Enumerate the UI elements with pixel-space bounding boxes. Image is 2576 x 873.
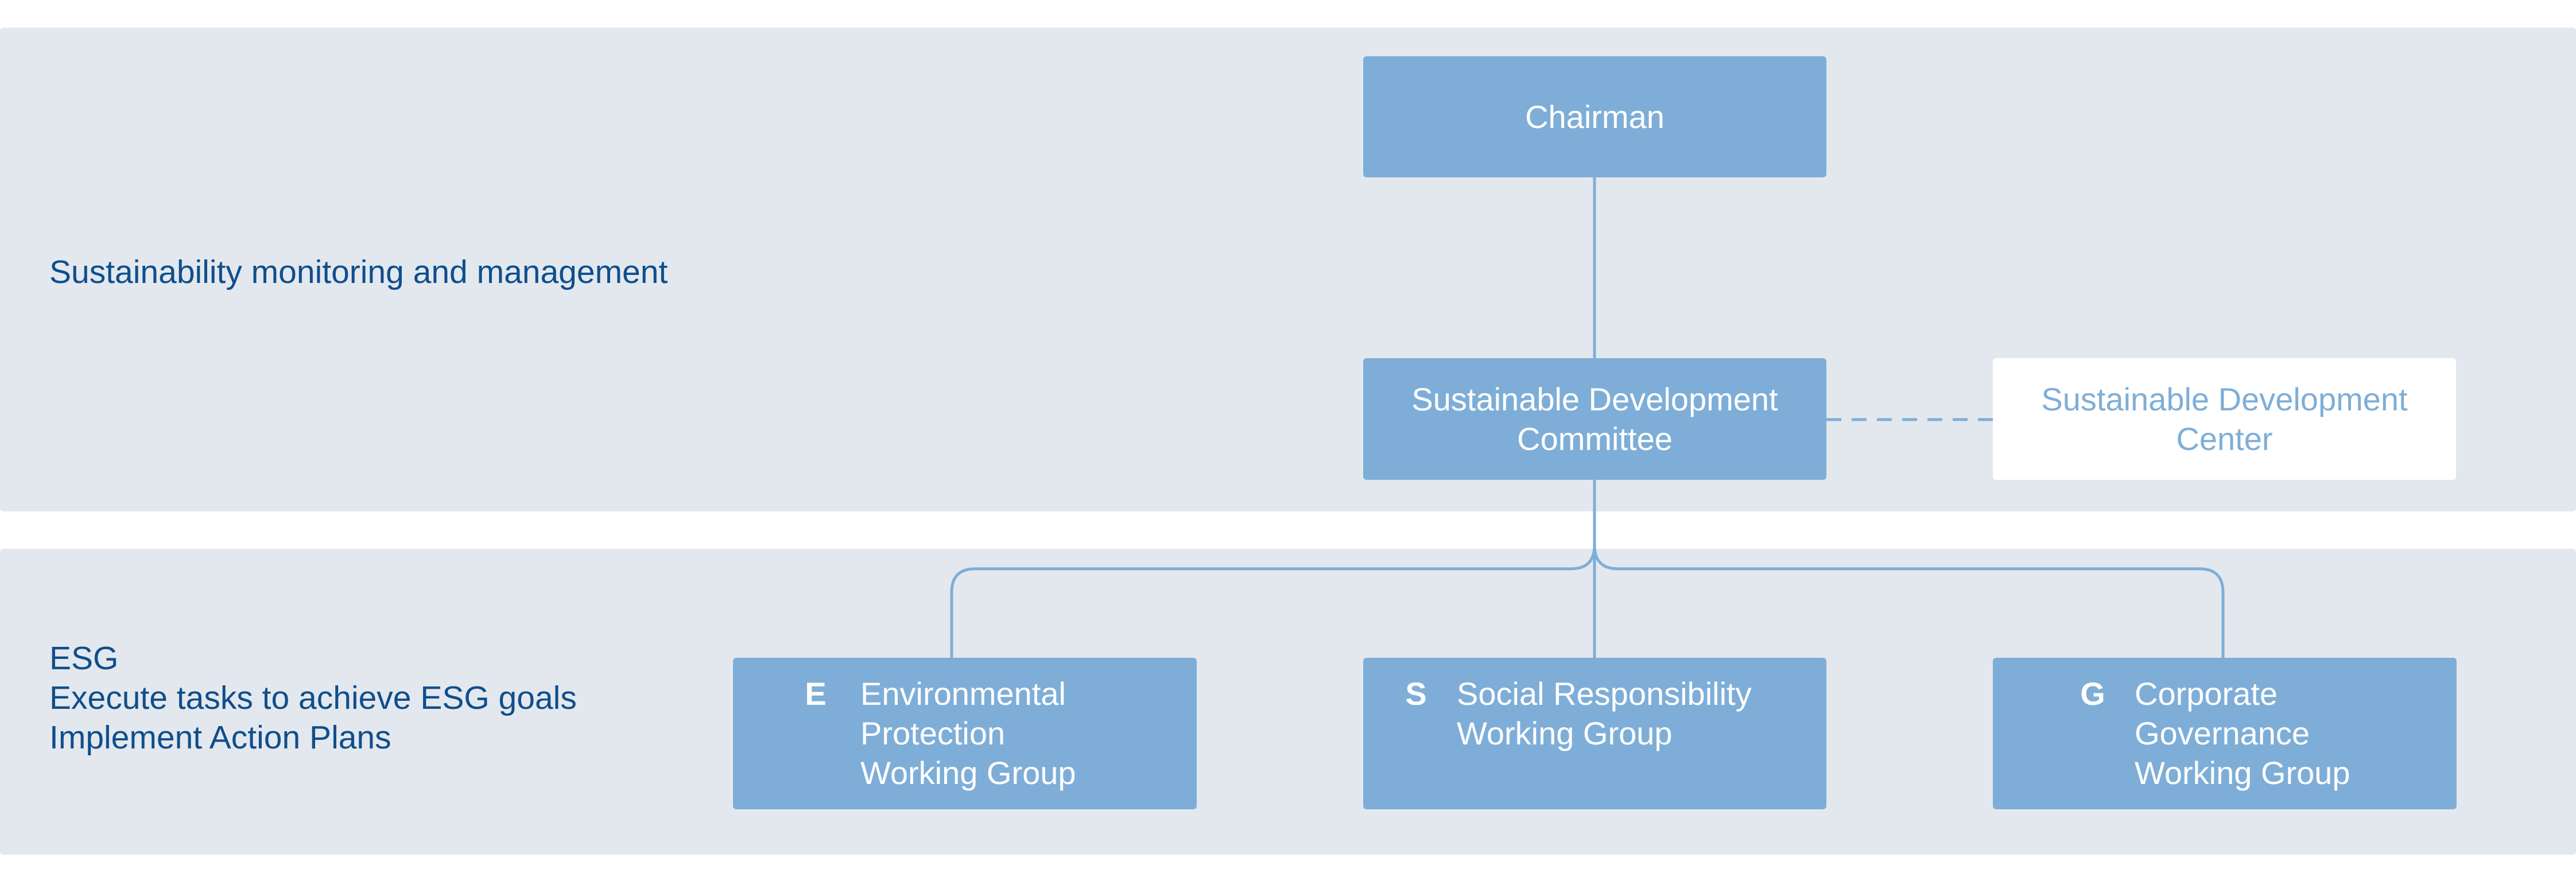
esg-label-line-3: Implement Action Plans (49, 719, 391, 756)
monitoring-label-text: Sustainability monitoring and management (49, 254, 668, 290)
wg-e-name-line-1: Environmental (860, 676, 1066, 712)
wg-s-name-line-1: Social Responsibility (1457, 676, 1752, 712)
wg-g-name-line-3: Working Group (2135, 755, 2350, 791)
esg-section-label: ESG Execute tasks to achieve ESG goals I… (49, 639, 577, 758)
esg-label-line-2: Execute tasks to achieve ESG goals (49, 680, 577, 716)
wg-e-name: Environmental Protection Working Group (860, 674, 1076, 793)
wg-s-name-line-2: Working Group (1457, 715, 1673, 751)
wg-g-name: Corporate Governance Working Group (2135, 674, 2350, 793)
wg-g-name-line-1: Corporate (2135, 676, 2278, 712)
committee-label-line-1: Sustainable Development (1411, 381, 1778, 417)
wg-s-name: Social Responsibility Working Group (1457, 674, 1752, 753)
environmental-working-group-box: E Environmental Protection Working Group (733, 658, 1197, 809)
center-label-line-2: Center (2176, 421, 2273, 457)
sustainable-development-center-box: Sustainable Development Center (1993, 358, 2456, 480)
wg-e-name-line-3: Working Group (860, 755, 1076, 791)
center-label: Sustainable Development Center (2041, 379, 2407, 459)
corporate-governance-working-group-box: G Corporate Governance Working Group (1993, 658, 2457, 809)
wg-e-letter: E (805, 676, 827, 712)
wg-e-name-line-2: Protection (860, 715, 1006, 751)
social-responsibility-working-group-box: S Social Responsibility Working Group (1363, 658, 1826, 809)
committee-to-working-groups-connector (950, 480, 2225, 658)
sustainable-development-committee-box: Sustainable Development Committee (1363, 358, 1826, 480)
monitoring-section-label: Sustainability monitoring and management (49, 253, 668, 292)
committee-label-line-2: Committee (1517, 421, 1673, 457)
wg-s-letter: S (1405, 676, 1427, 712)
esg-label-line-1: ESG (49, 640, 119, 677)
chairman-box: Chairman (1363, 56, 1826, 177)
wg-g-name-line-2: Governance (2135, 715, 2310, 751)
committee-label: Sustainable Development Committee (1411, 379, 1778, 459)
wg-g-letter: G (2080, 676, 2105, 712)
chairman-label: Chairman (1525, 99, 1665, 135)
center-label-line-1: Sustainable Development (2041, 381, 2408, 417)
